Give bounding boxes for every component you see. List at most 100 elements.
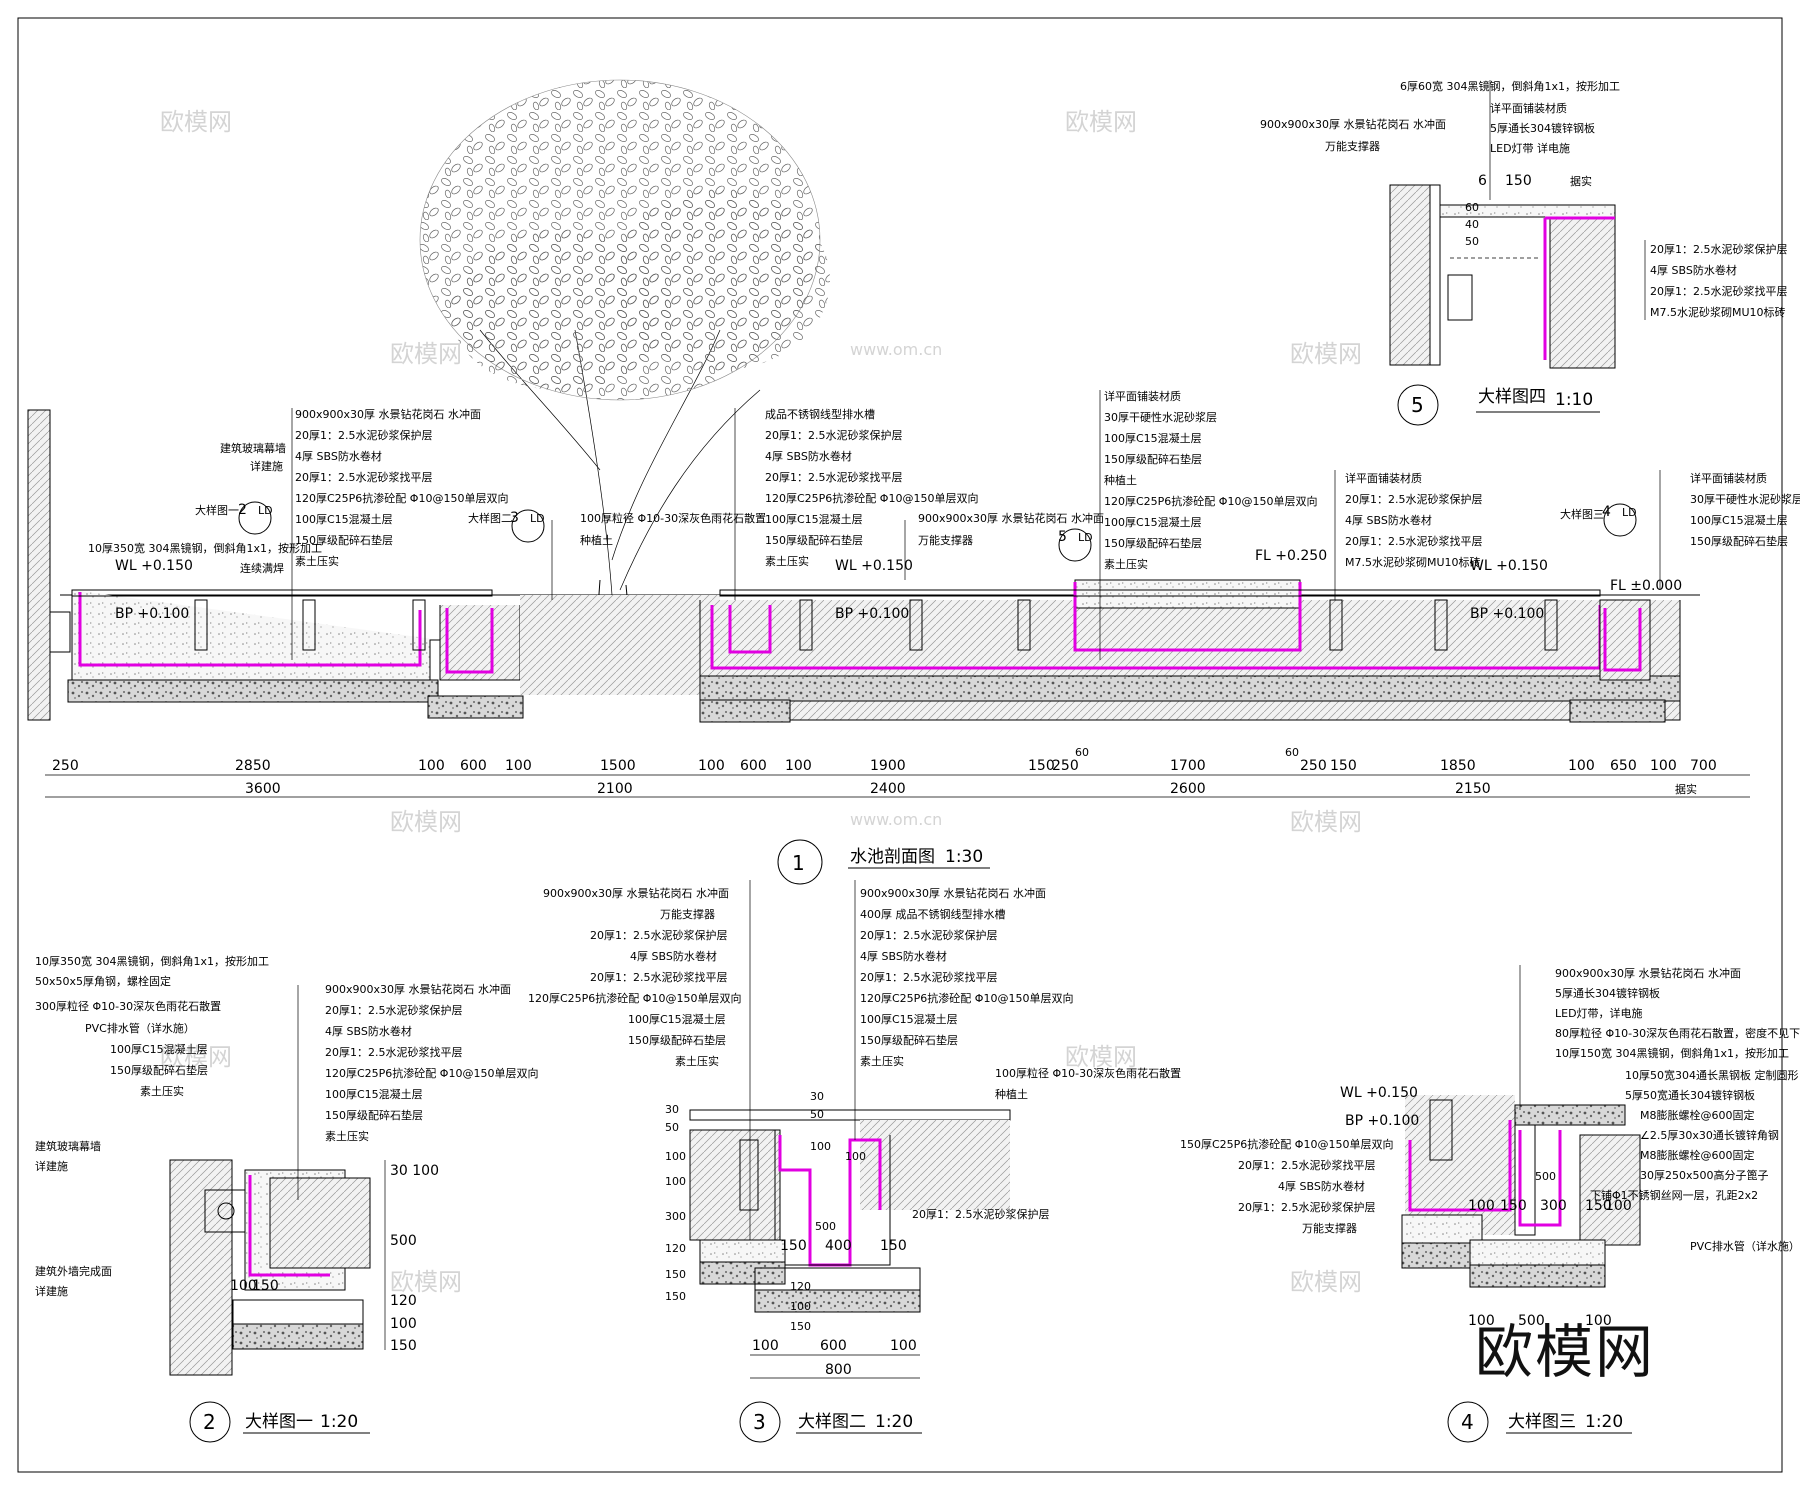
dim-text: 120	[790, 1280, 811, 1293]
dim-text: 150	[1585, 1198, 1612, 1214]
level-label: WL +0.150	[1470, 558, 1548, 574]
note-text: 详建施	[35, 1159, 68, 1173]
dim-text: 50	[810, 1108, 824, 1121]
ref-tag-sub: LD	[258, 504, 273, 517]
note-text: 20厚1：2.5水泥砂浆保护层	[325, 1003, 463, 1017]
layer-text: M7.5水泥砂浆砌MU10标砖	[1345, 555, 1481, 569]
dim-text: 100	[1568, 758, 1595, 774]
layer-text: 种植土	[580, 533, 613, 547]
watermark-url: www.om.cn	[850, 810, 942, 829]
layer-text: 20厚1：2.5水泥砂浆找平层	[765, 470, 903, 484]
layer-text: 100厚C15混凝土层	[295, 512, 393, 526]
dim-text: 500	[815, 1220, 836, 1233]
dim-text: 2850	[235, 758, 271, 774]
ref-tag-label: 大样图三	[1560, 507, 1604, 521]
layer-text: 150厚级配碎石垫层	[765, 533, 863, 547]
title-scale: 1:20	[875, 1412, 913, 1432]
note-text: 30厚250x500高分子篦子	[1640, 1168, 1769, 1182]
layer-text: 素土压实	[765, 554, 809, 568]
layer-text: 150厚级配碎石垫层	[295, 533, 393, 547]
dim-text: 100	[752, 1338, 779, 1354]
dim-text: 30 100	[390, 1163, 439, 1179]
watermark: 欧模网	[1290, 1268, 1362, 1296]
note-text: 4厚 SBS防水卷材	[860, 949, 947, 963]
note-text: 150厚级配碎石垫层	[325, 1108, 423, 1122]
layer-text: 种植土	[1104, 473, 1137, 487]
note-text: 120厚C25P6抗渗砼配 Φ10@150单层双向	[325, 1066, 538, 1080]
dim-text: 60	[1285, 746, 1299, 759]
detail-2: 10厚350宽 304黑镜钢，倒斜角1x1，按形加工 50x50x5厚角钢，螺栓…	[35, 954, 538, 1443]
tree-illustration	[419, 79, 830, 651]
layer-text: 万能支撑器	[918, 533, 973, 547]
note-text: 10厚150宽 304黑镜钢，倒斜角1x1，按形加工	[1555, 1046, 1789, 1060]
dim-text: 150	[880, 1238, 907, 1254]
watermark: 欧模网	[1290, 340, 1362, 368]
level-label: FL ±0.000	[1610, 578, 1682, 594]
layer-text: 100厚C15混凝土层	[1104, 515, 1202, 529]
layer-text: 素土压实	[1104, 557, 1148, 571]
dim-text: 650	[1610, 758, 1637, 774]
watermark: 欧模网	[390, 808, 462, 836]
note-text: 10厚50宽304通长黑钢板 定制圆形	[1625, 1068, 1799, 1082]
dim-text: 2100	[597, 781, 633, 797]
dim-text: 40	[1465, 218, 1479, 231]
pond-left	[67, 589, 524, 719]
note-text: M7.5水泥砂浆砌MU10标砖	[1650, 305, 1786, 319]
note-text: 详平面铺装材质	[1490, 101, 1567, 115]
pond-main	[699, 579, 1681, 723]
note-text: 素土压实	[140, 1084, 184, 1098]
note-text: PVC排水管（详水施）	[85, 1021, 195, 1035]
layer-text: 20厚1：2.5水泥砂浆找平层	[1345, 534, 1483, 548]
layer-text: 20厚1：2.5水泥砂浆找平层	[295, 470, 433, 484]
level-label: FL +0.250	[1255, 548, 1327, 564]
note-text: 900x900x30厚 水景钻花岗石 水冲面	[1260, 117, 1446, 131]
title-text: 大样图二	[798, 1412, 866, 1432]
dim-text: 400	[825, 1238, 852, 1254]
note-text: 5厚50宽通长304镀锌钢板	[1625, 1088, 1755, 1102]
dim-text: 120	[665, 1242, 686, 1255]
note-text: 4厚 SBS防水卷材	[325, 1024, 412, 1038]
note-text: 20厚1：2.5水泥砂浆找平层	[1238, 1158, 1376, 1172]
dim-text: 800	[825, 1362, 852, 1378]
layer-text: 30厚干硬性水泥砂浆层	[1690, 492, 1800, 506]
dim-text: 100	[890, 1338, 917, 1354]
title-scale: 1:20	[320, 1412, 358, 1432]
level-label: WL +0.150	[115, 558, 193, 574]
dim-text: 150	[665, 1268, 686, 1281]
note-text: 4厚 SBS防水卷材	[1650, 263, 1737, 277]
note-text: LED灯带，详电施	[1555, 1006, 1643, 1020]
dim-text: 30	[665, 1103, 679, 1116]
watermark: 欧模网	[390, 340, 462, 368]
dim-text: 500	[1518, 1313, 1545, 1329]
dim-text: 300	[665, 1210, 686, 1223]
note-text: 下铺Φ1不锈钢丝网一层，孔距2x2	[1590, 1189, 1758, 1202]
building-wall	[27, 409, 51, 721]
layer-text: 详平面铺装材质	[1345, 471, 1422, 485]
dim-text: 100	[810, 1140, 831, 1153]
note-text: 素土压实	[675, 1054, 719, 1068]
dim-text: 2600	[1170, 781, 1206, 797]
note-text: 80厚粒径 Φ10-30深灰色雨花石散置，密度不见下层材质	[1555, 1026, 1800, 1040]
callout-text: 10厚350宽 304黑镜钢，倒斜角1x1，按形加工	[88, 541, 322, 555]
layers-a: 900x900x30厚 水景钻花岗石 水冲面 20厚1：2.5水泥砂浆保护层 4…	[295, 407, 508, 568]
dim-text: 50	[1465, 235, 1479, 248]
level-label: WL +0.150	[835, 558, 913, 574]
main-title: 1 水池剖面图 1:30	[777, 839, 990, 885]
dim-text: 1900	[870, 758, 906, 774]
dim-text: 100	[390, 1316, 417, 1332]
note-text: 150厚级配碎石垫层	[110, 1063, 208, 1077]
layers-b: 100厚粒径 Φ10-30深灰色雨花石散置 种植土	[580, 511, 766, 547]
dim-text: 50	[665, 1121, 679, 1134]
level-marks: WL +0.150 BP +0.100 WL +0.150 BP +0.100 …	[115, 548, 1682, 622]
layer-text: 120厚C25P6抗渗砼配 Φ10@150单层双向	[295, 491, 508, 505]
dim-text: 500	[390, 1233, 417, 1249]
ref-tag-number: 3	[510, 510, 519, 526]
layer-text: 成品不锈钢线型排水槽	[765, 407, 875, 421]
watermark: 欧模网	[1065, 1043, 1137, 1071]
title-scale: 1:30	[945, 847, 983, 867]
dim-text: 120	[390, 1293, 417, 1309]
ref-tag-2: 大样图一 2 LD	[195, 501, 273, 535]
watermark: 欧模网	[390, 1268, 462, 1296]
dim-text: 150	[1330, 758, 1357, 774]
ref-tag-number: 5	[1058, 529, 1067, 545]
